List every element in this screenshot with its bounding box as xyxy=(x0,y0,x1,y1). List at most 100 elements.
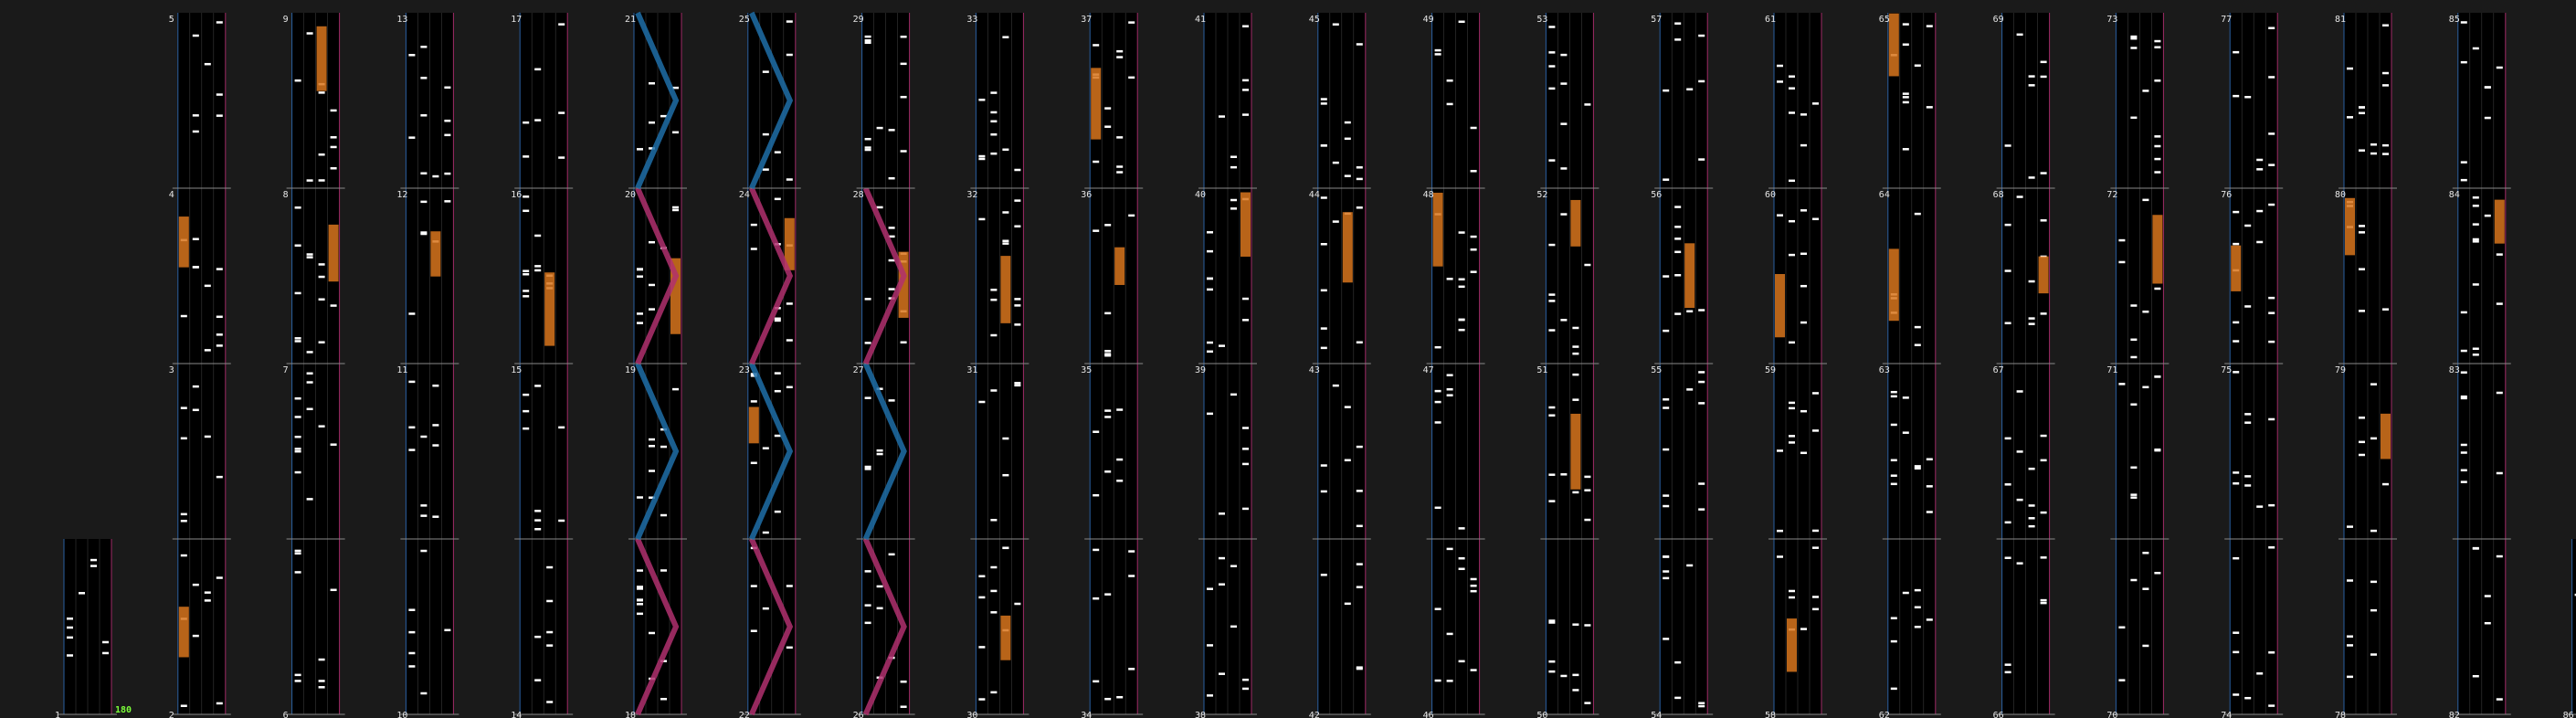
tap-note xyxy=(637,603,643,606)
hold-note xyxy=(2231,245,2242,291)
tap-note xyxy=(1812,596,1819,598)
tap-note xyxy=(2460,349,2467,353)
tap-note xyxy=(1548,293,1556,296)
measure-83 xyxy=(2452,364,2511,540)
tap-note xyxy=(1584,624,1591,627)
tap-note xyxy=(637,496,643,499)
tap-note xyxy=(216,702,223,705)
tap-note xyxy=(1207,277,1213,280)
hold-note xyxy=(784,217,795,270)
measure-53 xyxy=(1540,13,1599,189)
tap-note xyxy=(978,400,986,404)
tap-note xyxy=(876,585,883,588)
tap-note xyxy=(1926,25,1933,27)
tap-note xyxy=(90,558,97,562)
tap-note xyxy=(1560,473,1568,476)
tap-note xyxy=(1230,565,1237,567)
tap-note xyxy=(294,291,301,295)
tap-note xyxy=(1104,409,1112,412)
tap-note xyxy=(1446,278,1453,280)
measure-number: 23 xyxy=(739,365,750,375)
tap-note xyxy=(2359,310,2365,312)
tap-note xyxy=(2347,635,2353,638)
hold-note xyxy=(1888,13,1899,77)
tap-note xyxy=(1470,235,1477,238)
tap-note xyxy=(876,607,883,610)
measure-number: 82 xyxy=(2449,711,2460,718)
tap-note xyxy=(2028,84,2035,87)
hold-note xyxy=(178,216,189,268)
tap-note xyxy=(1458,527,1465,530)
measure-66 xyxy=(1996,539,2055,715)
tap-note xyxy=(1812,546,1819,549)
tap-note xyxy=(1356,666,1363,669)
tap-note xyxy=(774,510,781,513)
tap-note xyxy=(2472,347,2479,351)
tap-note xyxy=(1242,507,1249,511)
measure-number: 1 xyxy=(55,711,60,718)
tap-note xyxy=(1914,588,1921,592)
tap-note xyxy=(1548,406,1556,409)
tap-note xyxy=(2028,504,2035,507)
tap-note xyxy=(67,636,73,639)
tap-note xyxy=(523,272,530,276)
tap-note xyxy=(408,608,416,611)
measure-number: 49 xyxy=(1423,15,1434,25)
measure-number: 53 xyxy=(1536,15,1547,25)
tap-note xyxy=(1914,343,1921,346)
tap-note xyxy=(2154,39,2161,43)
tap-note xyxy=(2472,223,2479,226)
tap-note xyxy=(786,20,793,23)
tap-note xyxy=(1789,87,1795,90)
tap-note xyxy=(978,154,986,158)
measure-number: 63 xyxy=(1879,365,1890,375)
tap-note xyxy=(546,644,554,647)
tap-note xyxy=(990,389,998,392)
tap-note xyxy=(1902,396,1909,399)
tap-note xyxy=(1663,329,1670,333)
tap-note xyxy=(2040,601,2047,605)
tap-note xyxy=(318,686,325,689)
tap-note xyxy=(762,531,769,534)
tap-note xyxy=(1663,555,1670,558)
tap-note xyxy=(1572,398,1579,401)
tap-note xyxy=(1230,155,1237,158)
measure-34 xyxy=(1084,539,1144,715)
tap-note xyxy=(864,468,871,470)
tap-note xyxy=(294,449,301,453)
tap-note xyxy=(2268,311,2275,314)
tap-note xyxy=(1207,231,1213,234)
tap-note xyxy=(1434,48,1441,52)
tap-note xyxy=(2268,704,2275,707)
measure-60 xyxy=(1768,188,1827,364)
tap-note xyxy=(1104,470,1112,473)
measure-79 xyxy=(2338,364,2397,540)
tap-note xyxy=(294,206,301,209)
measure-number: 26 xyxy=(853,711,864,718)
tap-note xyxy=(2484,86,2491,89)
tap-note xyxy=(420,514,428,517)
tap-note xyxy=(864,137,871,141)
measure-76 xyxy=(2224,188,2284,364)
tap-note xyxy=(1584,518,1591,522)
tap-note xyxy=(2130,35,2138,38)
tap-note xyxy=(990,298,998,301)
tap-note xyxy=(1470,270,1477,273)
tap-note xyxy=(2460,311,2467,314)
tap-note xyxy=(294,435,301,438)
tap-note xyxy=(1344,137,1351,141)
tap-note xyxy=(1116,408,1124,411)
tap-note xyxy=(750,375,757,377)
tap-note xyxy=(2460,396,2467,400)
tap-note xyxy=(660,445,667,449)
tap-note xyxy=(2233,693,2240,696)
tap-note xyxy=(864,621,871,625)
tap-note xyxy=(444,628,451,632)
measure-number: 77 xyxy=(2221,15,2232,25)
tap-note xyxy=(1789,407,1795,410)
measure-82 xyxy=(2452,539,2511,715)
measure-number: 76 xyxy=(2221,190,2232,200)
tap-note xyxy=(294,549,301,553)
slide-path xyxy=(749,537,794,716)
